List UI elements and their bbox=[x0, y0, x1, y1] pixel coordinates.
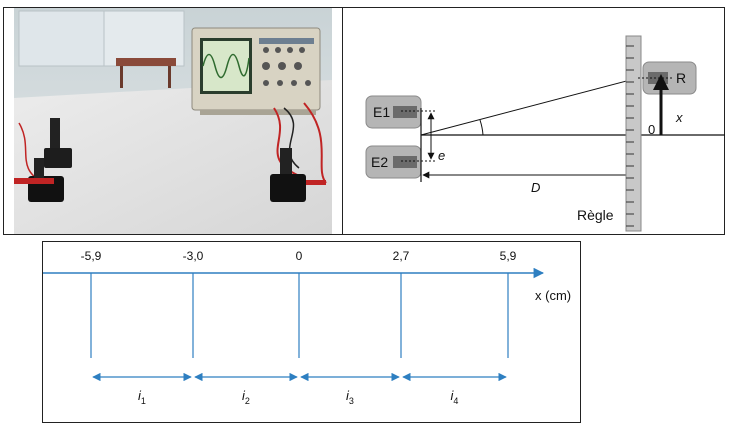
photo-receiver bbox=[270, 148, 326, 202]
photo-emitters bbox=[14, 118, 72, 202]
tick-label: -3,0 bbox=[183, 249, 204, 263]
spacing-label: e bbox=[438, 148, 445, 163]
tick-label: 0 bbox=[296, 249, 303, 263]
tick-label: 5,9 bbox=[500, 249, 517, 263]
oscilloscope bbox=[191, 27, 321, 115]
fringe-axis-panel: x (cm) -5,9 -3,0 0 2,7 5,9 i1 i2 i3 i4 bbox=[42, 241, 581, 423]
emitter-e2: E2 bbox=[365, 145, 422, 179]
ray-to-receiver bbox=[420, 77, 639, 136]
fringe-axis-diagram: x (cm) -5,9 -3,0 0 2,7 5,9 i1 i2 i3 i4 bbox=[43, 249, 571, 406]
interval-label: i2 bbox=[242, 388, 250, 406]
emitter-e2-label: E2 bbox=[371, 154, 388, 170]
ruler-label: Règle bbox=[577, 207, 614, 223]
interval-label: i4 bbox=[451, 388, 459, 406]
setup-photo bbox=[14, 8, 332, 234]
position-label: x bbox=[675, 110, 683, 125]
tick-label: 2,7 bbox=[393, 249, 410, 263]
receiver-label: R bbox=[676, 70, 686, 86]
x-axis-label: x (cm) bbox=[535, 288, 571, 303]
setup-photo-panel bbox=[3, 7, 343, 235]
angle-arc bbox=[479, 119, 484, 136]
emitter-e1-label: E1 bbox=[373, 104, 390, 120]
distance-label: D bbox=[531, 180, 540, 195]
tick-label: -5,9 bbox=[81, 249, 102, 263]
emitter-e1: E1 bbox=[365, 95, 422, 129]
interval-label: i1 bbox=[138, 388, 146, 406]
interference-setup-diagram: E1 E2 e D bbox=[343, 7, 725, 235]
interval-label: i3 bbox=[346, 388, 354, 406]
origin-label: 0 bbox=[648, 122, 655, 137]
ruler bbox=[625, 35, 642, 232]
